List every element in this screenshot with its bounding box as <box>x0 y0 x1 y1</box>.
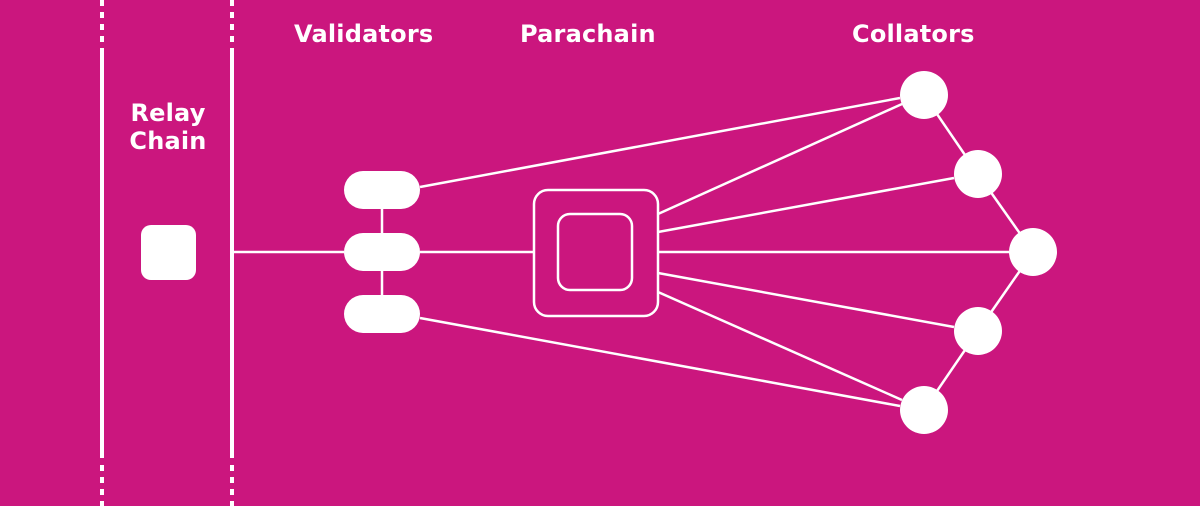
validators-label: Validators <box>294 20 434 48</box>
collator-node <box>954 307 1002 355</box>
parachain-label: Parachain <box>520 20 656 48</box>
collators-group <box>900 71 1057 434</box>
parachain-to-collator1-line <box>657 102 903 216</box>
collator-node <box>1009 228 1057 276</box>
validator-node <box>344 295 420 333</box>
relay-chain-node <box>141 225 196 280</box>
validators-group <box>344 171 420 333</box>
relay-chain-label-line1: Relay <box>130 99 206 127</box>
parachain-to-collator4-line <box>657 271 955 329</box>
relay-chain-label: Relay Chain <box>118 99 218 155</box>
parachain-inner-box <box>556 212 634 292</box>
validator-node <box>344 233 420 271</box>
collators-label: Collators <box>852 20 975 48</box>
connections <box>232 94 1035 411</box>
parachain-to-collator5-line <box>657 290 903 402</box>
validator3-to-collator5-line <box>419 316 901 408</box>
validator-node <box>344 171 420 209</box>
parachain-to-collator2-line <box>657 176 955 234</box>
collator-node <box>900 386 948 434</box>
collator-node <box>900 71 948 119</box>
parachain-node <box>532 188 660 318</box>
validator1-to-collator1-line <box>419 96 901 189</box>
relay-chain-label-line2: Chain <box>129 127 207 155</box>
collator-node <box>954 150 1002 198</box>
